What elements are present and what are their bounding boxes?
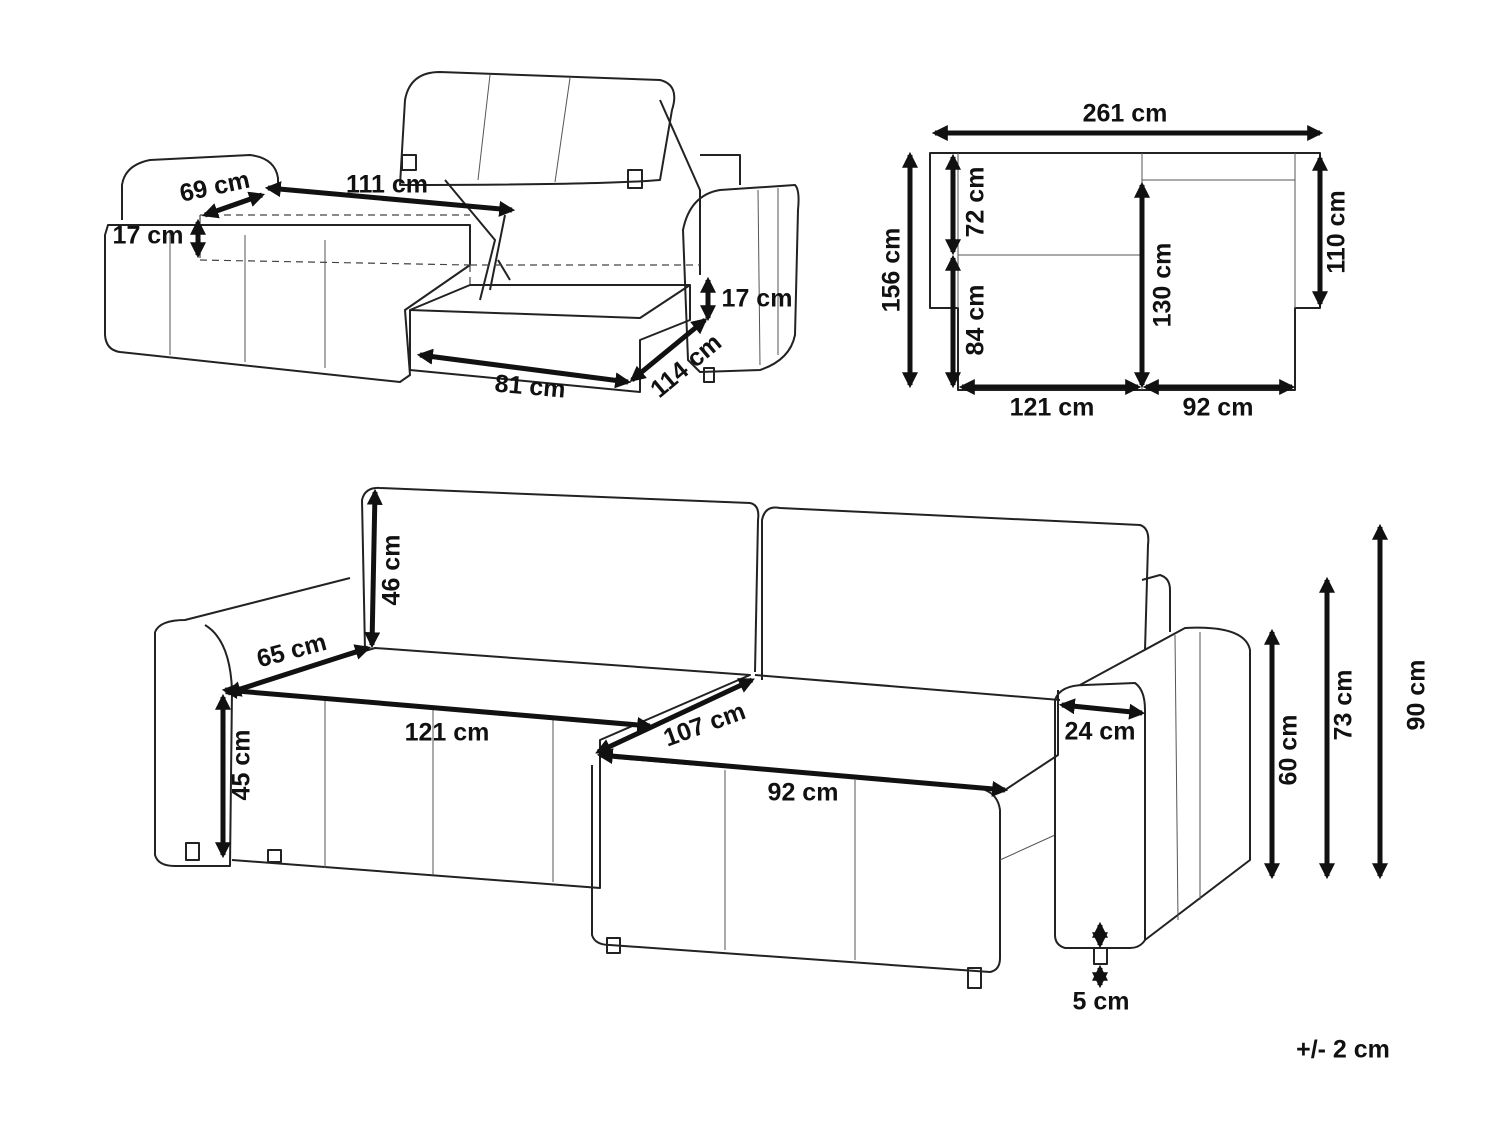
- dim-arrow: [1058, 698, 1146, 720]
- tolerance-note: +/- 2 cm: [1296, 1036, 1390, 1064]
- label-back-depth: 72 cm: [962, 167, 990, 238]
- label-storage-depth-right: 114 cm: [645, 328, 727, 403]
- label-storage-width-left: 111 cm: [346, 171, 428, 199]
- label-chaise-seat-depth: 107 cm: [660, 697, 749, 752]
- dim-arrow: [416, 348, 632, 389]
- label-back-height: 73 cm: [1330, 670, 1358, 741]
- label-storage-height-right: 17 cm: [722, 285, 793, 313]
- label-seat-width: 121 cm: [405, 719, 490, 747]
- label-left-width: 121 cm: [1010, 394, 1095, 422]
- dim-arrow: [264, 181, 516, 217]
- label-backrest-height: 46 cm: [378, 535, 406, 606]
- label-total-width: 261 cm: [1083, 100, 1168, 128]
- dim-arrow: [201, 191, 266, 219]
- label-seat-height: 45 cm: [228, 730, 256, 801]
- label-armrest-height: 60 cm: [1275, 715, 1303, 786]
- dim-arrow: [364, 488, 383, 649]
- label-chaise-depth: 130 cm: [1149, 243, 1177, 328]
- label-armrest-depth-top: 110 cm: [1323, 190, 1351, 273]
- label-total-height: 90 cm: [1403, 660, 1431, 731]
- dim-arrow: [596, 748, 1009, 797]
- label-storage-height-left: 17 cm: [113, 222, 184, 250]
- label-leg-height: 5 cm: [1073, 988, 1130, 1016]
- dim-arrow: [629, 317, 708, 383]
- label-storage-width-right: 81 cm: [494, 370, 567, 404]
- dim-arrow: [595, 677, 755, 755]
- label-chaise-seat-width: 92 cm: [768, 779, 839, 807]
- dim-arrow: [221, 683, 654, 733]
- label-total-depth: 156 cm: [878, 228, 906, 313]
- label-armrest-width: 24 cm: [1065, 718, 1136, 746]
- label-chaise-width: 92 cm: [1183, 394, 1254, 422]
- label-seat-depth-left: 84 cm: [962, 285, 990, 356]
